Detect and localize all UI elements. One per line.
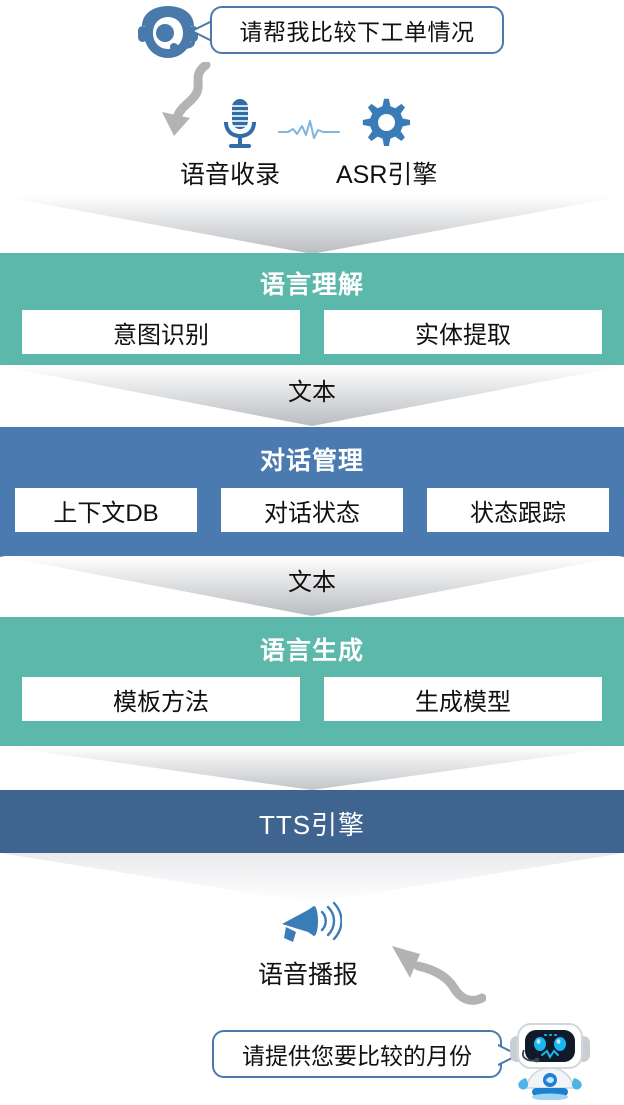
stage-nlg-boxes: 模板方法 生成模型 (0, 677, 624, 721)
microphone-icon (218, 98, 262, 150)
connector-tts-to-output (0, 853, 624, 903)
connector-nlg-to-tts (0, 746, 624, 790)
stage-nlg-box-template[interactable]: 模板方法 (22, 677, 300, 721)
connector-dm-to-nlg: 文本 (0, 556, 624, 616)
voice-broadcast-label: 语音播报 (258, 961, 359, 989)
stage-dm-boxes: 上下文DB 对话状态 状态跟踪 (0, 488, 624, 532)
stage-nlu-box-entity[interactable]: 实体提取 (324, 310, 602, 354)
stage-nlg-box-generative-model[interactable]: 生成模型 (324, 677, 602, 721)
stage-nlu-box-intent[interactable]: 意图识别 (22, 310, 300, 354)
user-message-text: 请帮我比较下工单情况 (239, 19, 475, 45)
stage-dm-title: 对话管理 (259, 447, 364, 475)
connector-dm-to-nlg-label: 文本 (288, 569, 336, 596)
stage-tts-title: TTS引擎 (258, 810, 366, 840)
stage-nlg: 语言生成 模板方法 生成模型 (0, 617, 624, 746)
curved-down-arrow-icon (152, 60, 224, 146)
bot-message-bubble: 请提供您要比较的月份 (212, 1030, 502, 1078)
stage-nlu-title: 语言理解 (259, 271, 364, 299)
stage-nlg-title: 语言生成 (259, 637, 364, 665)
stage-dm-box-context-db[interactable]: 上下文DB (15, 488, 197, 532)
megaphone-icon (280, 900, 343, 946)
connector-nlu-to-dm-label: 文本 (288, 379, 336, 406)
headset-operator-icon (138, 4, 230, 62)
user-message-bubble: 请帮我比较下工单情况 (210, 6, 504, 54)
connector-asr-to-nlu (0, 196, 624, 254)
bot-message-text: 请提供您要比较的月份 (242, 1043, 472, 1069)
stage-nlu: 语言理解 意图识别 实体提取 (0, 253, 624, 365)
stage-dm: 对话管理 上下文DB 对话状态 状态跟踪 (0, 427, 624, 557)
curved-up-left-arrow-icon (370, 940, 487, 1006)
voice-capture-label: 语音收录 (180, 161, 281, 189)
waveform-icon (278, 118, 340, 142)
robot-avatar-icon (508, 1018, 592, 1101)
asr-engine-label: ASR引擎 (336, 161, 438, 189)
gear-icon (362, 98, 412, 148)
stage-dm-box-dialog-state[interactable]: 对话状态 (221, 488, 403, 532)
stage-nlu-boxes: 意图识别 实体提取 (0, 310, 624, 354)
stage-dm-box-state-tracking[interactable]: 状态跟踪 (427, 488, 609, 532)
connector-nlu-to-dm: 文本 (0, 366, 624, 426)
stage-tts: TTS引擎 (0, 790, 624, 853)
